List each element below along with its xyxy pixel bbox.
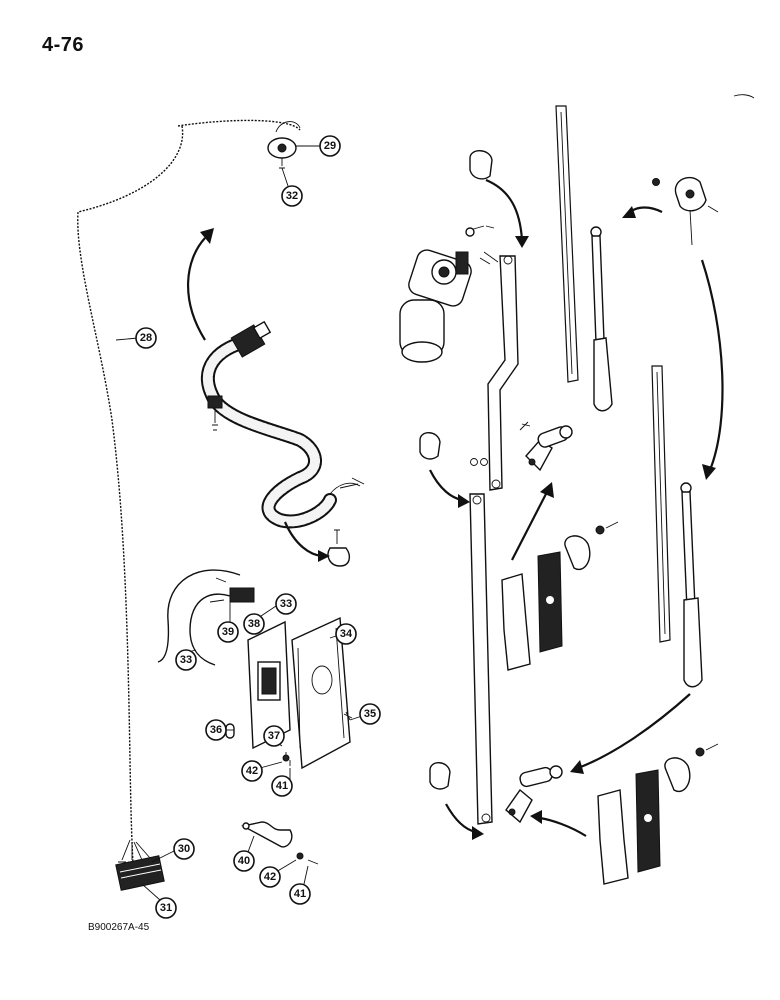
svg-text:33: 33 [180, 654, 192, 666]
screws-lower [282, 711, 353, 766]
cover-34 [291, 616, 351, 770]
svg-text:41: 41 [276, 780, 288, 792]
svg-text:41: 41 [294, 888, 306, 900]
callout-37: 37 [263, 725, 285, 747]
callout-33-b: 33 [175, 649, 197, 671]
mount-bracket-lower [597, 743, 719, 885]
arrow-cap-lower [445, 803, 484, 840]
callout-39: 39 [217, 621, 239, 643]
bracket-40 [240, 821, 319, 865]
svg-text:28: 28 [140, 332, 152, 344]
arrow-to-drive-cap [622, 206, 663, 218]
svg-text:30: 30 [178, 843, 190, 855]
wiper-motor [399, 225, 499, 363]
svg-text:33: 33 [280, 598, 292, 610]
switch-plate-38 [247, 620, 291, 750]
wiper-arm-upper [590, 226, 613, 412]
wiper-blade-lower [651, 365, 671, 643]
wiper-pivot-lower [505, 765, 563, 824]
callout-28: 28 [135, 327, 157, 349]
arrow-harness-up [186, 228, 214, 341]
svg-text:29: 29 [324, 140, 336, 152]
callout-40: 40 [233, 850, 255, 872]
arrow-cap-to-arm [485, 178, 529, 248]
arrow-cap-mid [429, 469, 470, 508]
callout-38: 38 [243, 613, 265, 635]
washers [470, 421, 531, 466]
callout-42-a: 42 [241, 760, 263, 782]
callout-30: 30 [173, 838, 195, 860]
cap-lower [429, 762, 451, 790]
callout-29: 29 [319, 135, 341, 157]
callout-32: 32 [281, 185, 303, 207]
callout-36: 36 [205, 719, 227, 741]
svg-text:35: 35 [364, 708, 376, 720]
arrow-arm-down [570, 693, 691, 774]
mount-bracket-upper [501, 521, 619, 671]
cap-upper [469, 150, 493, 180]
callout-42-b: 42 [259, 866, 281, 888]
figure-code: B900267A-45 [88, 922, 150, 933]
connector-31 [115, 855, 165, 891]
leader-lines [115, 145, 363, 901]
power-harness [200, 320, 365, 567]
switch-wiring-33 [157, 569, 255, 666]
callout-41-b: 41 [289, 883, 311, 905]
svg-text:31: 31 [160, 902, 172, 914]
svg-text:38: 38 [248, 618, 260, 630]
callout-35: 35 [359, 703, 381, 725]
svg-text:32: 32 [286, 190, 298, 202]
svg-text:39: 39 [222, 626, 234, 638]
arrow-bracket-lower [530, 810, 587, 837]
svg-text:42: 42 [246, 765, 258, 777]
linkage-arm-upper [487, 255, 519, 491]
callout-31: 31 [155, 897, 177, 919]
svg-text:36: 36 [210, 724, 222, 736]
wiper-arm-lower [680, 482, 703, 688]
page-number: 4-76 [42, 34, 85, 56]
wiper-pivot-upper [525, 425, 573, 472]
arrow-long-right [700, 259, 724, 480]
linkage-arm-lower [469, 493, 493, 825]
drive-cap-upper-right [652, 176, 719, 246]
callout-34: 34 [335, 623, 357, 645]
arrow-bracket-up [511, 482, 554, 561]
svg-text:37: 37 [268, 730, 280, 742]
svg-text:34: 34 [340, 628, 353, 640]
svg-text:42: 42 [264, 871, 276, 883]
svg-text:40: 40 [238, 855, 250, 867]
connector-29 [267, 121, 301, 169]
callout-33-a: 33 [275, 593, 297, 615]
arrow-to-clamp [283, 521, 330, 562]
wiper-blade-upper [555, 105, 579, 383]
bulb-36 [225, 723, 235, 739]
cap-mid [419, 432, 441, 460]
callout-41-a: 41 [271, 775, 293, 797]
